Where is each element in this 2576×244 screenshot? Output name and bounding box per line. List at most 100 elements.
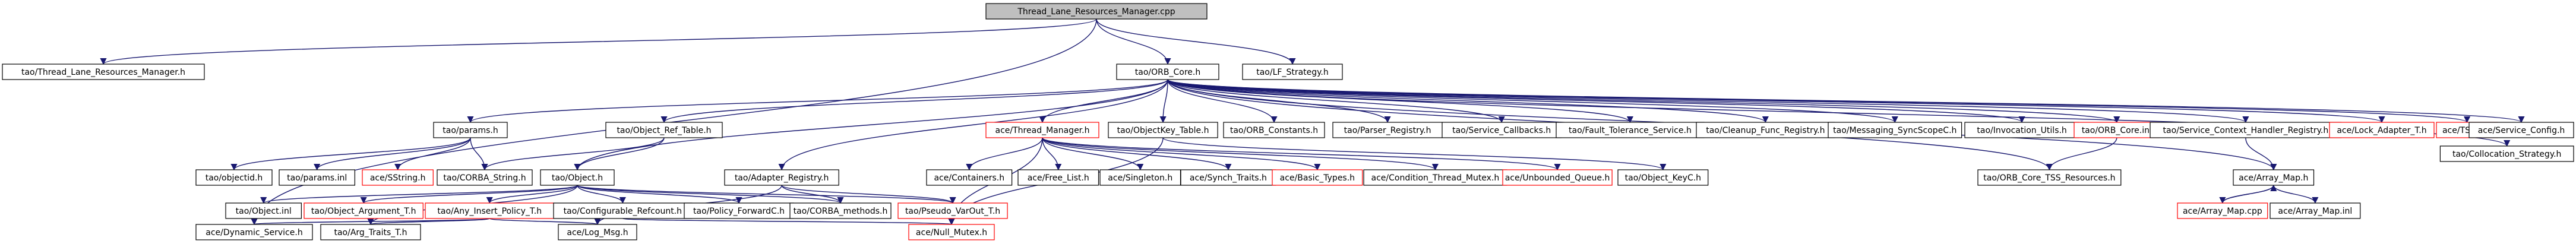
node-thread_manager_h[interactable]: ace/Thread_Manager.h [985, 122, 1099, 138]
node-tlrm_h[interactable]: tao/Thread_Lane_Resources_Manager.h [2, 64, 205, 80]
edge-root-to-orb_core_h [1096, 18, 1171, 65]
node-any_insert_policy_t_h[interactable]: tao/Any_Insert_Policy_T.h [425, 202, 555, 219]
node-box-policy_forwardc_h [684, 202, 794, 219]
edge-orb_core_inl-to-orb_core_tss_resources_h [2046, 137, 2117, 171]
node-singleton_h[interactable]: ace/Singleton.h [1099, 169, 1181, 186]
node-label-objectkey_table_h: tao/ObjectKey_Table.h [1117, 126, 1209, 135]
node-containers_h[interactable]: ace/Containers.h [926, 169, 1013, 186]
node-lock_adapter_t_h[interactable]: ace/Lock_Adapter_T.h [2329, 122, 2435, 138]
node-invocation_utils_h[interactable]: tao/Invocation_Utils.h [1964, 122, 2079, 138]
edge-orb_core_h-to-params_h [467, 79, 1168, 123]
node-array_map_cpp[interactable]: ace/Array_Map.cpp [2177, 202, 2268, 219]
node-service_callbacks_h[interactable]: tao/Service_Callbacks.h [1442, 122, 1562, 138]
node-label-synch_traits_h: ace/Synch_Traits.h [1190, 173, 1267, 183]
node-messaging_syncscopec_h[interactable]: tao/Messaging_SyncScopeC.h [1828, 122, 1962, 138]
node-object_h[interactable]: tao/Object.h [540, 169, 615, 186]
node-adapter_registry_h[interactable]: tao/Adapter_Registry.h [724, 169, 839, 186]
edge-object_h-to-corba_methods_h [577, 185, 844, 204]
node-array_map_h[interactable]: ace/Array_Map.h [2233, 169, 2315, 186]
node-corba_string_h[interactable]: tao/CORBA_String.h [437, 169, 533, 186]
node-box-any_insert_policy_t_h [425, 202, 555, 219]
node-label-lock_adapter_t_h: ace/Lock_Adapter_T.h [2337, 126, 2426, 135]
node-object_inl[interactable]: tao/Object.inl [225, 202, 302, 219]
node-dynamic_service_h[interactable]: ace/Dynamic_Service.h [195, 224, 313, 240]
node-log_msg_h[interactable]: ace/Log_Msg.h [558, 224, 637, 240]
node-box-free_list_h [1017, 169, 1099, 186]
node-root[interactable]: Thread_Lane_Resources_Manager.cpp [985, 3, 1208, 20]
node-orb_constants_h[interactable]: tao/ORB_Constants.h [1223, 122, 1325, 138]
node-box-lock_adapter_t_h [2329, 122, 2435, 138]
edge-orb_core_h-to-adapter_registry_h [778, 79, 1168, 171]
node-label-objectid_h: tao/objectid.h [206, 173, 263, 183]
edge-params_h-to-objectid_h [230, 137, 471, 171]
edge-orb_core_h-to-service_context_handler_registry_h [1167, 79, 2249, 123]
node-box-dynamic_service_h [195, 224, 313, 240]
node-policy_forwardc_h[interactable]: tao/Policy_ForwardC.h [684, 202, 794, 219]
node-params_h[interactable]: tao/params.h [433, 122, 508, 138]
node-label-object_keyc_h: tao/Object_KeyC.h [1625, 173, 1701, 183]
node-label-containers_h: ace/Containers.h [934, 173, 1004, 183]
node-basic_types_h[interactable]: ace/Basic_Types.h [1272, 169, 1363, 186]
edge-object_h-to-object_argument_t_h [360, 185, 578, 204]
node-unbounded_queue_h[interactable]: ace/Unbounded_Queue.h [1502, 169, 1613, 186]
node-synch_traits_h[interactable]: ace/Synch_Traits.h [1180, 169, 1276, 186]
node-orb_core_tss_resources_h[interactable]: tao/ORB_Core_TSS_Resources.h [1977, 169, 2122, 186]
node-orb_core_h[interactable]: tao/ORB_Core.h [1116, 64, 1219, 80]
node-free_list_h[interactable]: ace/Free_List.h [1017, 169, 1099, 186]
node-pseudo_var_t_h[interactable]: tao/Pseudo_VarOut_T.h [897, 202, 1008, 219]
edge-objectkey_table_h-to-object_keyc_h [1162, 137, 1667, 171]
node-object_ref_table_h[interactable]: tao/Object_Ref_Table.h [605, 122, 723, 138]
node-label-basic_types_h: ace/Basic_Types.h [1280, 173, 1355, 183]
edge-root-to-dynamic_service_h [251, 18, 1097, 226]
node-params_inl[interactable]: tao/params.inl [279, 169, 356, 186]
edge-thread_manager_h-to-synch_traits_h [1042, 137, 1232, 171]
node-label-unbounded_queue_h: ace/Unbounded_Queue.h [1505, 173, 1610, 183]
node-cleanup_func_registry_h[interactable]: tao/Cleanup_Func_Registry.h [1696, 122, 1835, 138]
edge-object_h-to-any_insert_policy_t_h [486, 185, 578, 204]
node-orb_core_inl[interactable]: tao/ORB_Core.inl [2074, 122, 2160, 138]
node-collocation_strategy_h[interactable]: tao/Collocation_Strategy.h [2439, 145, 2574, 162]
edge-orb_core_h-to-fault_tolerance_service_h [1167, 79, 1633, 123]
node-array_map_inl[interactable]: ace/Array_Map.inl [2270, 202, 2361, 219]
edge-orb_core_h-to-cleanup_func_registry_h [1167, 79, 1769, 123]
node-label-invocation_utils_h: tao/Invocation_Utils.h [1977, 126, 2066, 135]
node-arg_traits_t_h[interactable]: tao/Arg_Traits_T.h [320, 224, 421, 240]
node-box-adapter_registry_h [724, 169, 839, 186]
node-fault_tolerance_service_h[interactable]: tao/Fault_Tolerance_Service.h [1556, 122, 1705, 138]
node-box-orb_core_inl [2074, 122, 2160, 138]
node-service_config_h[interactable]: ace/Service_Config.h [2468, 122, 2574, 138]
edge-orb_core_h-to-objectkey_table_h [1159, 79, 1168, 123]
node-label-root: Thread_Lane_Resources_Manager.cpp [1017, 7, 1175, 17]
edge-root-to-lf_strategy_h [1096, 18, 1296, 65]
edge-object_h-to-object_inl [260, 185, 578, 204]
node-objectid_h[interactable]: tao/objectid.h [195, 169, 273, 186]
node-lf_strategy_h[interactable]: tao/LF_Strategy.h [1242, 64, 1343, 80]
node-corba_methods_h[interactable]: tao/CORBA_methods.h [789, 202, 892, 219]
node-parser_registry_h[interactable]: tao/Parser_Registry.h [1332, 122, 1443, 138]
node-box-params_inl [279, 169, 356, 186]
node-box-root [985, 3, 1208, 20]
node-null_mutex_h[interactable]: ace/Null_Mutex.h [908, 224, 995, 240]
edge-thread_manager_h-to-free_list_h [1042, 137, 1062, 171]
node-sstring_h[interactable]: ace/SString.h [362, 169, 434, 186]
node-objectkey_table_h[interactable]: tao/ObjectKey_Table.h [1108, 122, 1218, 138]
node-label-orb_core_h: tao/ORB_Core.h [1135, 68, 1200, 77]
node-configurable_refcount_h[interactable]: tao/Configurable_Refcount.h [553, 202, 693, 219]
node-label-fault_tolerance_service_h: tao/Fault_Tolerance_Service.h [1569, 126, 1692, 135]
edge-orb_core_h-to-orb_core_inl [1167, 79, 2120, 123]
node-condition_thread_mutex_h[interactable]: ace/Condition_Thread_Mutex.h [1363, 169, 1507, 186]
node-box-corba_string_h [437, 169, 533, 186]
node-object_argument_t_h[interactable]: tao/Object_Argument_T.h [304, 202, 423, 219]
node-box-orb_core_h [1116, 64, 1219, 80]
node-box-object_argument_t_h [304, 202, 423, 219]
node-service_context_handler_registry_h[interactable]: tao/Service_Context_Handler_Registry.h [2150, 122, 2342, 138]
node-label-corba_methods_h: tao/CORBA_methods.h [794, 207, 888, 216]
node-label-object_argument_t_h: tao/Object_Argument_T.h [311, 207, 416, 216]
edge-thread_manager_h-to-containers_h [966, 137, 1043, 171]
node-object_keyc_h[interactable]: tao/Object_KeyC.h [1617, 169, 1709, 186]
node-label-object_ref_table_h: tao/Object_Ref_Table.h [617, 126, 711, 135]
node-layer: Thread_Lane_Resources_Manager.cpp tao/Thr… [2, 3, 2574, 240]
node-box-orb_core_tss_resources_h [1977, 169, 2122, 186]
node-box-tlrm_h [2, 64, 205, 80]
